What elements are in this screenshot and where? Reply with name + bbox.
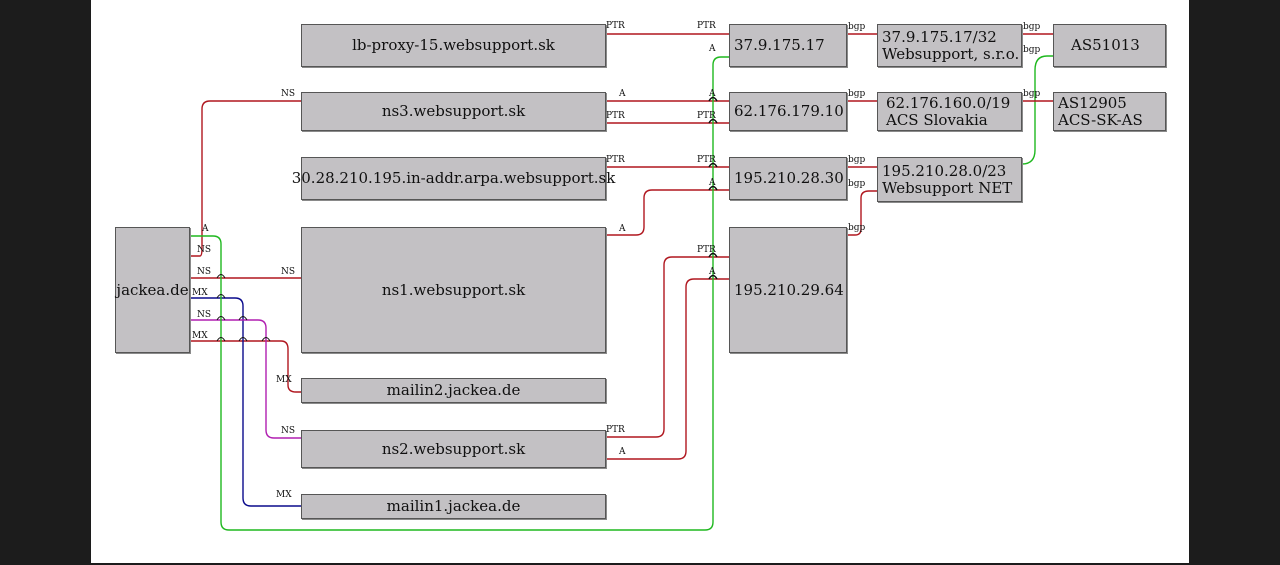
net3-prefix: 195.210.28.0/23 (882, 161, 1007, 180)
node-ip2[interactable]: 62.176.179.10 (729, 92, 847, 131)
node-ns2[interactable]: ns2.websupport.sk (301, 430, 606, 468)
label-bgp: bgp (848, 89, 866, 99)
net1-prefix: 37.9.175.17/32 (882, 27, 997, 46)
net1-org: Websupport, s.r.o. (882, 44, 1020, 63)
label-ptr: PTR (606, 425, 625, 435)
node-arpa[interactable]: 30.28.210.195.in-addr.arpa.websupport.sk (292, 157, 615, 200)
edge-ns-ns3 (191, 100, 301, 257)
label-ns: NS (197, 245, 212, 255)
label-a: A (709, 44, 716, 54)
label-mx: MX (276, 375, 292, 385)
node-ip1[interactable]: 37.9.175.17 (729, 24, 847, 67)
as2-name: ACS-SK-AS (1058, 110, 1143, 129)
label-a: A (619, 447, 626, 457)
label-bgp: bgp (848, 223, 866, 233)
edge-ptr-ns2 (606, 256, 729, 438)
node-as2[interactable]: AS12905 ACS-SK-AS (1053, 92, 1166, 131)
label-bgp: bgp (1023, 89, 1041, 99)
label-ptr: PTR (697, 245, 716, 255)
label-ptr: PTR (606, 155, 625, 165)
label-ptr: PTR (697, 111, 716, 121)
label-mx: MX (192, 331, 208, 341)
edge-a-jackea (191, 56, 729, 531)
node-net2[interactable]: 62.176.160.0/19 ACS Slovakia (877, 92, 1022, 131)
edge-mx-mailin2 (191, 340, 301, 393)
label-a: A (709, 267, 716, 277)
label-mx: MX (276, 490, 292, 500)
edge-a-ns2 (606, 278, 729, 460)
diagram-canvas: jackea.de lb-proxy-15.websupport.sk ns3.… (91, 0, 1189, 563)
edge-bgp-net3-as1 (1021, 55, 1053, 165)
label-a: A (619, 224, 626, 234)
label-bgp: bgp (848, 22, 866, 32)
node-ns1[interactable]: ns1.websupport.sk (301, 227, 606, 353)
edge-layer (191, 33, 1053, 531)
label-ns: NS (197, 267, 212, 277)
node-as1[interactable]: AS51013 (1053, 24, 1166, 67)
net2-prefix: 62.176.160.0/19 (886, 93, 1011, 112)
node-net1[interactable]: 37.9.175.17/32 Websupport, s.r.o. (877, 24, 1022, 67)
label-ns: NS (197, 310, 212, 320)
node-mailin2[interactable]: mailin2.jackea.de (301, 378, 606, 403)
node-mailin1[interactable]: mailin1.jackea.de (301, 494, 606, 519)
label-ns: NS (281, 89, 296, 99)
label-a: A (709, 178, 716, 188)
label-ptr: PTR (697, 155, 716, 165)
as2-number: AS12905 (1058, 93, 1127, 112)
node-lbproxy[interactable]: lb-proxy-15.websupport.sk (301, 24, 606, 67)
edge-bgp-ip4-net3 (847, 190, 877, 236)
label-ns: NS (281, 267, 296, 277)
label-ptr: PTR (697, 21, 716, 31)
label-bgp: bgp (1023, 45, 1041, 55)
label-a: A (709, 89, 716, 99)
node-jackea[interactable]: jackea.de (115, 227, 190, 353)
node-ip4[interactable]: 195.210.29.64 (729, 227, 847, 353)
label-a: A (619, 89, 626, 99)
label-a: A (202, 224, 209, 234)
label-mx: MX (192, 288, 208, 298)
label-bgp: bgp (848, 179, 866, 189)
label-ptr: PTR (606, 111, 625, 121)
node-ns3[interactable]: ns3.websupport.sk (301, 92, 606, 131)
label-ns: NS (281, 426, 296, 436)
edge-a-ns1 (606, 189, 729, 236)
net3-org: Websupport NET (882, 178, 1013, 197)
net2-org: ACS Slovakia (886, 110, 988, 129)
label-bgp: bgp (848, 155, 866, 165)
edge-mx-mailin1 (191, 297, 301, 507)
edge-ns-ns2 (191, 319, 301, 439)
node-ip3[interactable]: 195.210.28.30 (729, 157, 847, 200)
label-ptr: PTR (606, 21, 625, 31)
label-bgp: bgp (1023, 22, 1041, 32)
node-net3[interactable]: 195.210.28.0/23 Websupport NET (877, 157, 1022, 202)
